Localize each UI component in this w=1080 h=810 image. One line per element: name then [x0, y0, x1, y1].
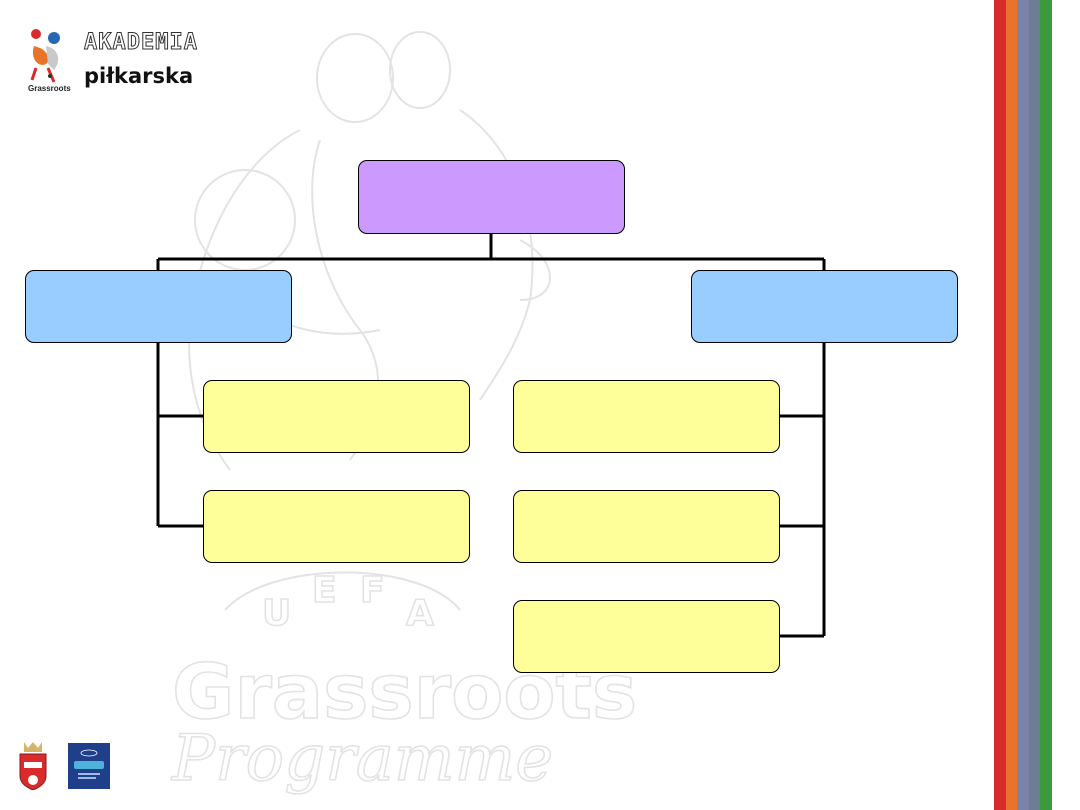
- org-left-child-1-box: [203, 380, 470, 453]
- uefa-badge-graphic: [74, 749, 104, 779]
- stripe-slate: [1017, 0, 1029, 810]
- org-left-branch-box: [25, 270, 292, 343]
- player-logo-icon: [30, 29, 60, 83]
- stripe-gray-blue: [1028, 0, 1041, 810]
- org-right-child-2-box: [513, 490, 780, 563]
- decorative-color-stripes: [994, 0, 1052, 810]
- stripe-orange: [1005, 0, 1018, 810]
- org-root-box: [358, 160, 625, 234]
- pzpn-crest-icon: [19, 742, 47, 790]
- uefa-grassroots-badge-icon: [68, 743, 110, 789]
- org-left-child-2-box: [203, 490, 470, 563]
- logo-grassroots-text: Grassroots: [28, 84, 71, 93]
- stripe-green: [1040, 0, 1052, 810]
- org-right-child-1-box: [513, 380, 780, 453]
- org-right-branch-box: [691, 270, 958, 343]
- logo-title: AKADEMIA: [84, 30, 198, 56]
- akademia-pilkarska-logo: AKADEMIA piłkarska Grassroots: [28, 24, 197, 104]
- logo-subtitle: piłkarska: [84, 64, 194, 88]
- org-right-child-3-box: [513, 600, 780, 673]
- stripe-red: [994, 0, 1006, 810]
